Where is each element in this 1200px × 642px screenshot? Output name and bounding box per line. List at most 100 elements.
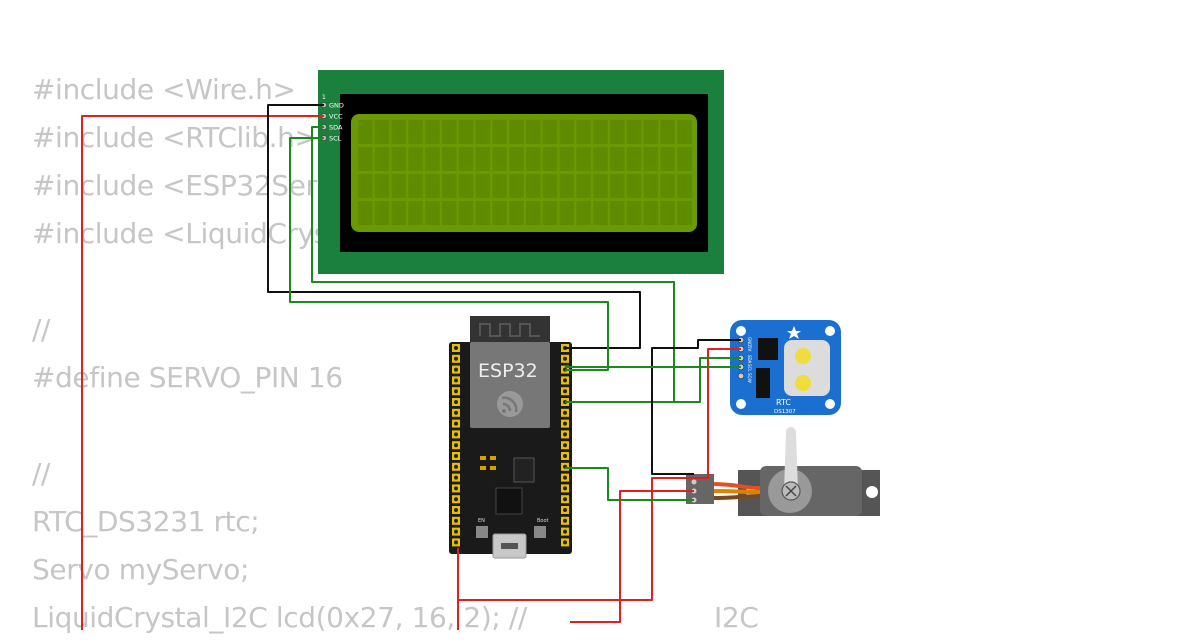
lcd-cell [509, 120, 524, 144]
pin-hole [454, 378, 458, 383]
lcd-cell [542, 174, 558, 198]
lcd-pin-label: SDA [329, 124, 343, 132]
wire-lcd-sda[interactable] [311, 126, 675, 403]
lcd-cell [425, 201, 440, 225]
boot-button[interactable] [534, 526, 546, 538]
pin-hole [454, 432, 458, 437]
wire-lcd-scl[interactable] [289, 137, 609, 371]
antenna-trace [479, 323, 540, 337]
rtc-module[interactable]: RTC DS1307 GND 5V SDA SCL SQW [730, 320, 841, 415]
lcd-cell [391, 174, 407, 198]
lcd-cell [677, 201, 692, 225]
wire-rtc-sda[interactable] [674, 357, 741, 403]
wire-rtc-gnd[interactable] [651, 339, 741, 475]
lcd-cell [576, 147, 591, 171]
pin-hole [454, 454, 458, 458]
pin-hole [454, 540, 458, 545]
pin-hole [563, 486, 567, 491]
wire-lcd-vcc[interactable] [81, 115, 324, 630]
lcd-cell [559, 120, 575, 144]
pin-hole [454, 529, 458, 534]
lcd-cell [660, 174, 675, 198]
lcd-cell [526, 174, 541, 198]
lcd-cell [576, 201, 591, 225]
lcd-cell [660, 120, 675, 144]
pin-hole [454, 389, 458, 394]
crystal [756, 368, 770, 398]
pin-hole [454, 518, 458, 523]
code-line: LiquidCrystal_I2C lcd(0x27, 16, 2); // I… [32, 601, 759, 634]
code-line: // [32, 313, 51, 346]
lcd-cell [593, 201, 608, 225]
lcd-character-grid [358, 120, 692, 225]
wire-servo-pwm[interactable] [565, 467, 694, 501]
pin-hole [563, 356, 567, 361]
lcd-cell [542, 201, 558, 225]
pin-hole [563, 410, 567, 415]
lcd-cell [593, 174, 608, 198]
lcd-cell [509, 174, 524, 198]
lcd-cell [442, 201, 457, 225]
lcd-module[interactable]: 1 GND VCC SDA SCL [318, 70, 724, 274]
en-button[interactable] [476, 526, 488, 538]
lcd-cell [442, 120, 457, 144]
pin-hole [454, 356, 458, 361]
pin-hole [454, 346, 458, 350]
lcd-cell [643, 174, 659, 198]
pin-hole [563, 508, 567, 512]
lcd-cell [374, 120, 390, 144]
lcd-cell [593, 120, 608, 144]
rtc-pin-sqw[interactable]: SQW [737, 372, 752, 383]
pin-hole [563, 389, 567, 394]
rtc-label: RTC [776, 398, 791, 407]
usb-uart-chip [495, 487, 523, 515]
lcd-cell [391, 120, 407, 144]
servo-pin-pwm[interactable] [691, 479, 697, 485]
lcd-cell [559, 174, 575, 198]
pin-hole [454, 400, 458, 404]
pin-hole [563, 421, 567, 426]
lcd-cell [492, 201, 507, 225]
pin-hole [563, 454, 567, 458]
wire-lcd-gnd[interactable] [267, 104, 641, 349]
lcd-cell [576, 174, 591, 198]
code-line: RTC_DS3231 rtc; [32, 505, 260, 538]
lcd-cell [610, 120, 625, 144]
lcd-cell [677, 147, 692, 171]
lcd-cell [458, 201, 474, 225]
lcd-cell [660, 201, 675, 225]
lcd-cell [610, 147, 625, 171]
lcd-cell [358, 120, 373, 144]
esp32-board[interactable]: ESP32 Boot EN [449, 316, 572, 559]
lcd-cell [408, 147, 423, 171]
pin-hole [563, 497, 567, 502]
lcd-cell [610, 201, 625, 225]
lcd-cell [425, 120, 440, 144]
code-line: Servo myServo; [32, 553, 250, 586]
lcd-cell [391, 147, 407, 171]
lcd-cell [526, 201, 541, 225]
code-line: #define SERVO_PIN 16 [32, 361, 343, 394]
servo-motor[interactable] [686, 427, 880, 516]
lcd-cell [593, 147, 608, 171]
wire-servo-vplus[interactable] [570, 490, 694, 623]
lcd-pin-label: VCC [329, 113, 343, 121]
servo-horn[interactable] [784, 427, 798, 491]
lcd-cell [458, 174, 474, 198]
pin-hole [563, 540, 567, 545]
lcd-cell [425, 174, 440, 198]
voltage-regulator [513, 457, 535, 483]
rtc-pin-label: SDA [747, 355, 752, 364]
lcd-cell [475, 147, 491, 171]
lcd-cell [643, 147, 659, 171]
lcd-cell [626, 147, 642, 171]
lcd-cell [559, 201, 575, 225]
lcd-cell [643, 201, 659, 225]
pin-hole [454, 497, 458, 502]
lcd-cell [425, 147, 440, 171]
lcd-cell [526, 120, 541, 144]
pin-hole [563, 378, 567, 383]
lcd-pin-label: SCL [329, 135, 342, 143]
lcd-cell [408, 120, 423, 144]
lcd-cell [542, 147, 558, 171]
